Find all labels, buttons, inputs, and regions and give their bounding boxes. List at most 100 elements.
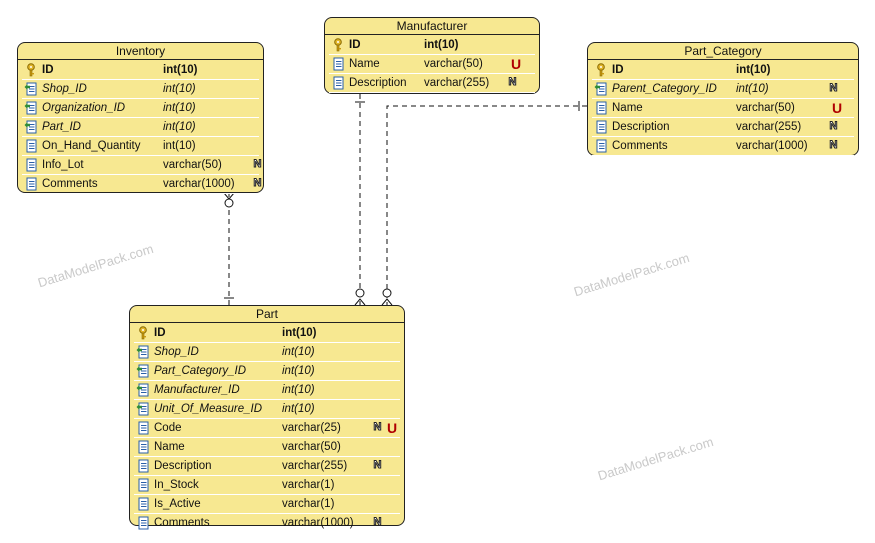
column-icon: [594, 139, 608, 153]
column-name: Unit_Of_Measure_ID: [154, 403, 263, 415]
column-name: In_Stock: [154, 479, 199, 491]
entity-manufacturer[interactable]: Manufacturer ID int(10) Name varchar(50) U De…: [324, 17, 540, 94]
nullable-flag: N: [373, 459, 382, 472]
column-name: Part_Category_ID: [154, 365, 247, 377]
column-row[interactable]: On_Hand_Quantity int(10): [22, 137, 259, 156]
column-flags: N: [372, 457, 383, 475]
foreign-key-icon: [136, 402, 150, 416]
column-row[interactable]: Unit_Of_Measure_ID int(10): [134, 400, 400, 419]
column-name: Is_Active: [154, 498, 201, 510]
column-type: varchar(50): [736, 102, 795, 114]
column-flags: N: [252, 156, 263, 174]
column-flags: N: [372, 514, 383, 532]
column-row[interactable]: Name varchar(50): [134, 438, 400, 457]
entity-title: Part_Category: [588, 43, 858, 60]
nullable-flag: N: [253, 158, 262, 171]
foreign-key-icon: [136, 383, 150, 397]
nullable-flag: N: [508, 76, 517, 89]
primary-key-icon: [136, 326, 150, 340]
column-flags: U: [828, 99, 844, 117]
column-type: varchar(50): [282, 441, 341, 453]
column-row[interactable]: Comments varchar(1000) N: [22, 175, 262, 194]
column-row[interactable]: Name varchar(50) U: [329, 55, 535, 74]
primary-key-icon: [24, 63, 38, 77]
nullable-flag: N: [829, 82, 838, 95]
column-row[interactable]: ID int(10): [329, 36, 535, 55]
column-type: int(10): [282, 403, 315, 415]
column-name: Comments: [42, 178, 98, 190]
column-name: Name: [154, 441, 185, 453]
column-row[interactable]: In_Stock varchar(1): [134, 476, 400, 495]
column-flags: N: [252, 175, 263, 193]
column-type: int(10): [424, 39, 459, 51]
column-type: varchar(1000): [282, 517, 354, 529]
column-type: varchar(255): [282, 460, 348, 472]
column-type: varchar(1000): [163, 178, 235, 190]
column-name: ID: [349, 39, 361, 51]
column-type: varchar(50): [424, 58, 483, 70]
column-name: Description: [349, 77, 407, 89]
column-name: Name: [612, 102, 643, 114]
column-icon: [136, 440, 150, 454]
unique-flag: U: [387, 420, 398, 436]
column-type: int(10): [163, 102, 196, 114]
column-icon: [594, 101, 608, 115]
column-icon: [24, 177, 38, 191]
column-row[interactable]: Part_ID int(10): [22, 118, 259, 137]
column-icon: [594, 120, 608, 134]
column-type: varchar(1000): [736, 140, 808, 152]
column-row[interactable]: Organization_ID int(10): [22, 99, 259, 118]
foreign-key-icon: [24, 82, 38, 96]
zero-marker-inventory: [224, 198, 234, 208]
foreign-key-icon: [136, 345, 150, 359]
column-name: Description: [612, 121, 670, 133]
column-name: Name: [349, 58, 380, 70]
zero-marker-part-manufacturer: [355, 288, 365, 298]
column-icon: [24, 158, 38, 172]
column-flags: N: [828, 118, 839, 136]
foreign-key-icon: [136, 364, 150, 378]
column-icon: [331, 76, 345, 90]
crow-foot-part-manufacturer: [354, 298, 366, 306]
column-type: int(10): [163, 140, 196, 152]
column-row[interactable]: Name varchar(50) U: [592, 99, 854, 118]
column-type: varchar(25): [282, 422, 341, 434]
column-name: Organization_ID: [42, 102, 126, 114]
nullable-flag: N: [829, 120, 838, 133]
column-name: ID: [612, 64, 624, 76]
column-name: Info_Lot: [42, 159, 84, 171]
link-partcategory-part: [386, 105, 587, 305]
primary-key-icon: [594, 63, 608, 77]
column-name: Shop_ID: [42, 83, 87, 95]
column-type: int(10): [163, 121, 196, 133]
column-type: varchar(1): [282, 479, 335, 491]
column-name: Shop_ID: [154, 346, 199, 358]
unique-flag: U: [511, 56, 522, 72]
entity-title: Manufacturer: [325, 18, 539, 35]
column-name: Part_ID: [42, 121, 81, 133]
column-name: On_Hand_Quantity: [42, 140, 141, 152]
column-icon: [136, 516, 150, 530]
primary-key-icon: [331, 38, 345, 52]
